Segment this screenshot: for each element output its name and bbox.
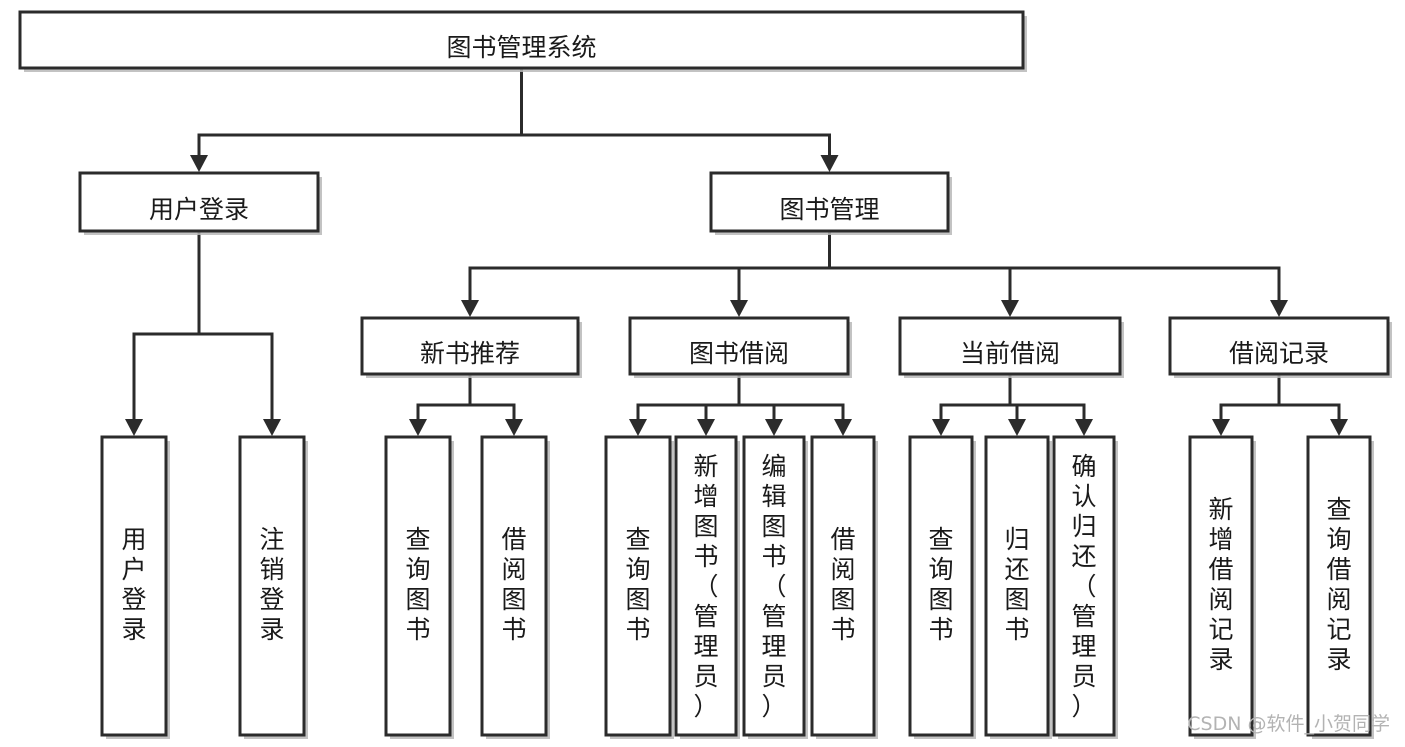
node-book-manage[interactable]: 图书管理 — [709, 171, 952, 235]
connector-group-current-borrow — [932, 372, 1093, 436]
node-box[interactable] — [898, 316, 1122, 376]
node-label: 新增借阅记录 — [1208, 495, 1233, 674]
connector-group-root — [190, 66, 839, 172]
node-current-borrow[interactable]: 当前借阅 — [898, 316, 1124, 378]
node-leaf-borrow-book-rec[interactable]: 借阅图书 — [480, 435, 550, 739]
node-leaf-logout[interactable]: 注销登录 — [238, 435, 308, 739]
connector-group-book-manage — [461, 229, 1288, 317]
node-box[interactable] — [1306, 435, 1372, 737]
node-user-login[interactable]: 用户登录 — [78, 171, 322, 235]
node-box[interactable] — [1052, 435, 1116, 737]
node-leaf-user-login[interactable]: 用户登录 — [100, 435, 170, 739]
csdn-watermark: CSDN @软件_小贺同学 — [1187, 713, 1390, 735]
connector-group-borrow-record — [1212, 372, 1348, 436]
node-box[interactable] — [1188, 435, 1254, 737]
node-leaf-confirm-return[interactable]: 确认归还（管理员） — [1052, 435, 1118, 739]
node-box[interactable] — [984, 435, 1050, 737]
node-box[interactable] — [360, 316, 580, 376]
node-leaf-add-record[interactable]: 新增借阅记录 — [1188, 435, 1256, 739]
node-label: 图书借阅 — [689, 339, 789, 368]
node-leaf-query-record[interactable]: 查询借阅记录 — [1306, 435, 1374, 739]
node-leaf-edit-book[interactable]: 编辑图书（管理员） — [742, 435, 808, 739]
node-layer: 图书管理系统用户登录图书管理新书推荐图书借阅当前借阅借阅记录用户登录注销登录查询… — [18, 10, 1392, 739]
node-box[interactable] — [908, 435, 974, 737]
connector-layer — [125, 66, 1348, 436]
node-label: 查询图书 — [405, 525, 430, 644]
node-box[interactable] — [1168, 316, 1390, 376]
node-leaf-return-book[interactable]: 归还图书 — [984, 435, 1052, 739]
node-leaf-add-book[interactable]: 新增图书（管理员） — [674, 435, 740, 739]
node-leaf-borrow-book[interactable]: 借阅图书 — [810, 435, 878, 739]
node-label: 图书管理系统 — [446, 33, 596, 62]
node-label: 新书推荐 — [420, 339, 520, 368]
connector-group-new-book-recommend — [409, 372, 523, 436]
node-box[interactable] — [810, 435, 876, 737]
node-label: 图书管理 — [779, 195, 879, 224]
node-label: 用户登录 — [149, 195, 249, 224]
node-new-book-recommend[interactable]: 新书推荐 — [360, 316, 582, 378]
connector-group-book-borrow — [629, 372, 852, 436]
node-borrow-record[interactable]: 借阅记录 — [1168, 316, 1392, 378]
node-leaf-query-book-rec[interactable]: 查询图书 — [384, 435, 454, 739]
node-box[interactable] — [674, 435, 738, 737]
node-box[interactable] — [78, 171, 320, 233]
node-leaf-query-book-cur[interactable]: 查询图书 — [908, 435, 976, 739]
connector-group-user-login — [125, 229, 281, 436]
node-root[interactable]: 图书管理系统 — [18, 10, 1027, 72]
node-box[interactable] — [628, 316, 850, 376]
node-box[interactable] — [18, 10, 1025, 70]
node-box[interactable] — [709, 171, 950, 233]
node-label: 查询图书 — [928, 525, 953, 644]
node-box[interactable] — [100, 435, 168, 737]
node-label: 查询图书 — [625, 525, 650, 644]
node-label: 确认归还（管理员） — [1071, 452, 1096, 721]
node-box[interactable] — [604, 435, 672, 737]
node-leaf-query-book-borrow[interactable]: 查询图书 — [604, 435, 674, 739]
node-box[interactable] — [238, 435, 306, 737]
node-label: 借阅图书 — [501, 525, 526, 644]
node-label: 注销登录 — [259, 525, 284, 644]
node-label: 编辑图书（管理员） — [761, 452, 786, 721]
node-label: 借阅图书 — [830, 525, 855, 644]
node-label: 用户登录 — [121, 525, 146, 644]
node-label: 查询借阅记录 — [1326, 495, 1351, 674]
node-box[interactable] — [742, 435, 806, 737]
node-box[interactable] — [480, 435, 548, 737]
node-label: 归还图书 — [1004, 525, 1029, 644]
node-book-borrow[interactable]: 图书借阅 — [628, 316, 852, 378]
node-label: 当前借阅 — [960, 339, 1060, 368]
node-label: 借阅记录 — [1229, 339, 1329, 368]
node-label: 新增图书（管理员） — [693, 452, 718, 721]
node-box[interactable] — [384, 435, 452, 737]
